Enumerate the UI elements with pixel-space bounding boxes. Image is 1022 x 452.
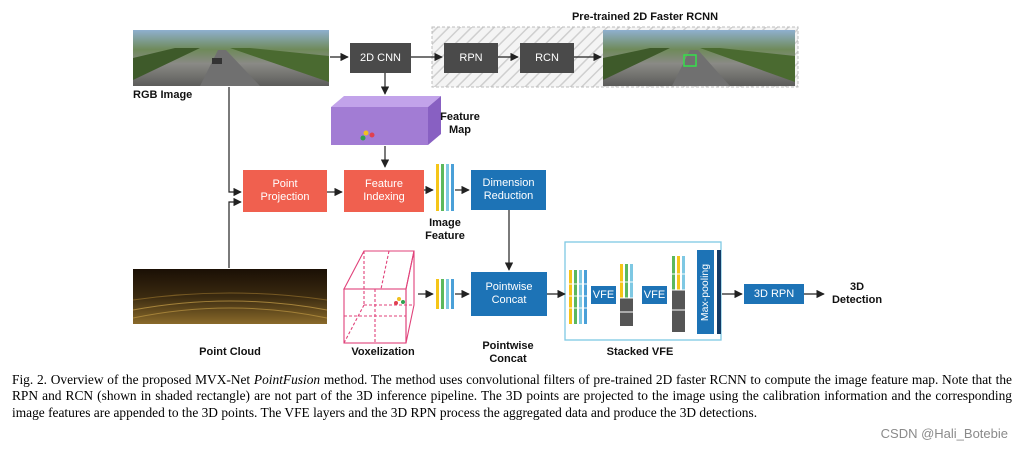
cnn-box: 2D CNN: [350, 43, 411, 73]
point-projection-box: Point Projection: [243, 170, 327, 212]
voxelization-label: Voxelization: [351, 346, 415, 358]
voxel-grid: [343, 250, 415, 344]
point-cloud-thumbnail: [132, 269, 328, 324]
vfe-output-column-2: [670, 256, 687, 332]
detection-image-thumbnail: [603, 30, 795, 86]
detection-bbox: [683, 54, 697, 67]
detection-label: 3D Detection: [831, 281, 883, 306]
pointwise-concat-label: Pointwise Concat: [482, 340, 534, 365]
figure-caption: Fig. 2. Overview of the proposed MVX-Net…: [12, 372, 1012, 420]
rpn-box: RPN: [444, 43, 498, 73]
image-feature-bars: [436, 164, 454, 211]
architecture-figure: RGB Image Pre-trained 2D Faster RCNN Fea…: [132, 11, 883, 365]
feature-indexing-box: Feature Indexing: [344, 170, 424, 212]
voxel-feature-bars: [436, 279, 454, 309]
point-cloud-label: Point Cloud: [199, 346, 261, 358]
pointwise-concat-box: Pointwise Concat: [471, 272, 547, 316]
max-pooling-box: Max-pooling: [697, 250, 714, 334]
vfe-box-2: VFE: [642, 286, 667, 304]
max-pooling-output-bar: [717, 250, 721, 334]
vfe-output-column-1: [618, 264, 635, 326]
rgb-image-thumbnail: [133, 30, 329, 86]
rgb-image-label: RGB Image: [133, 89, 193, 101]
stacked-vfe-label: Stacked VFE: [606, 346, 674, 358]
feature-map-label: Feature Map: [440, 111, 480, 136]
flow-arrows: [228, 52, 825, 299]
vfe-box-1: VFE: [591, 286, 616, 304]
watermark: CSDN @Hali_Botebie: [880, 426, 1008, 441]
vfe-input-column: [567, 270, 589, 324]
dimension-reduction-box: Dimension Reduction: [471, 170, 546, 210]
feature-map-block: [331, 96, 441, 145]
rpn3d-box: 3D RPN: [744, 284, 804, 304]
pretrained-label: Pre-trained 2D Faster RCNN: [571, 11, 719, 23]
diagram-canvas: [132, 26, 825, 344]
image-feature-label: Image Feature: [425, 217, 465, 242]
rcn-box: RCN: [520, 43, 574, 73]
